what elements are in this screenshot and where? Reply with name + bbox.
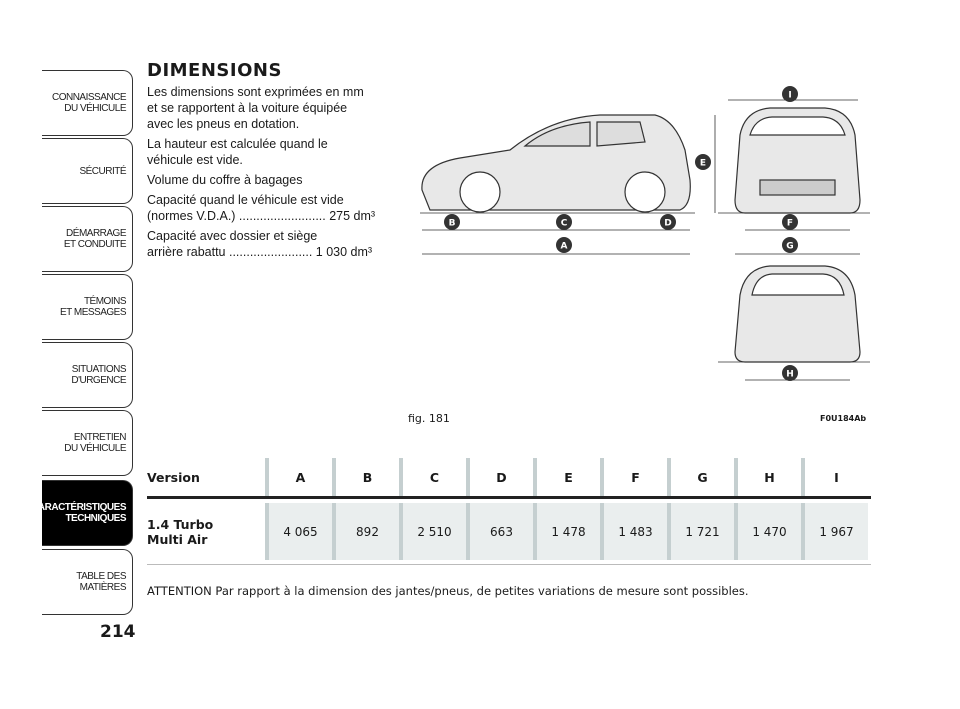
page-title: DIMENSIONS (147, 60, 282, 81)
value-cell: 1 483 (600, 503, 667, 560)
tab-caracteristiques[interactable]: CARACTÉRISTIQUES TECHNIQUES (31, 480, 133, 546)
value-cell: 663 (466, 503, 533, 560)
tab-table-matieres[interactable]: TABLE DES MATIÈRES (42, 549, 133, 615)
header-cell: C (399, 458, 466, 496)
attention-note: ATTENTION Par rapport à la dimension des… (147, 584, 749, 598)
car-rear-view (734, 265, 861, 363)
value-cell: 4 065 (265, 503, 332, 560)
label-H: H (786, 370, 794, 380)
header-cell: B (332, 458, 399, 496)
header-cell: E (533, 458, 600, 496)
dimension-labels: I E B C D A F G H (444, 86, 798, 381)
value-cell: 2 510 (399, 503, 466, 560)
tab-temoins[interactable]: TÉMOINS ET MESSAGES (42, 274, 133, 340)
label-G: G (786, 242, 793, 252)
table-row: 1.4 Turbo Multi Air 4 065 892 2 510 663 … (147, 499, 871, 565)
car-front-view (734, 107, 861, 214)
paragraph: Volume du coffre à bagages (147, 173, 303, 187)
label-F: F (787, 219, 793, 229)
value-cell: 892 (332, 503, 399, 560)
header-cell: F (600, 458, 667, 496)
value-cell: 1 478 (533, 503, 600, 560)
car-dimensions-figure: I E B C D A F G H (420, 86, 870, 381)
label-B: B (449, 219, 456, 229)
tab-demarrage[interactable]: DÉMARRAGE ET CONDUITE (42, 206, 133, 272)
header-cell: D (466, 458, 533, 496)
value-cell: 1 967 (801, 503, 868, 560)
value-cell: 1 721 (667, 503, 734, 560)
paragraph: Capacité quand le véhicule est vide (nor… (147, 193, 376, 223)
header-cell: H (734, 458, 801, 496)
label-C: C (561, 219, 568, 229)
paragraph: Les dimensions sont exprimées en mm et s… (147, 85, 364, 131)
tab-entretien[interactable]: ENTRETIEN DU VÉHICULE (42, 410, 133, 476)
header-cell: G (667, 458, 734, 496)
header-cell: I (801, 458, 868, 496)
page-number: 214 (100, 622, 136, 642)
version-cell: 1.4 Turbo Multi Air (147, 516, 214, 547)
label-D: D (664, 219, 671, 229)
value-cell: 1 470 (734, 503, 801, 560)
paragraph: Capacité avec dossier et siège arrière r… (147, 229, 373, 259)
table-header: Version A B C D E F G H I (147, 458, 871, 499)
intro-text: Les dimensions sont exprimées en mm et s… (147, 84, 392, 264)
tab-securite[interactable]: SÉCURITÉ (42, 138, 133, 204)
figure-caption: fig. 181 (408, 412, 450, 425)
header-version: Version (147, 469, 200, 485)
tab-situations[interactable]: SITUATIONS D'URGENCE (42, 342, 133, 408)
paragraph: La hauteur est calculée quand le véhicul… (147, 137, 328, 167)
label-E: E (700, 159, 706, 169)
dimensions-table: Version A B C D E F G H I 1.4 Turbo Mult… (147, 458, 871, 565)
tab-connaissance[interactable]: CONNAISSANCE DU VÉHICULE (42, 70, 133, 136)
label-I: I (788, 91, 791, 101)
figure-code: F0U184Ab (820, 414, 867, 423)
car-side-view (421, 114, 691, 213)
label-A: A (561, 242, 568, 252)
header-cell: A (265, 458, 332, 496)
